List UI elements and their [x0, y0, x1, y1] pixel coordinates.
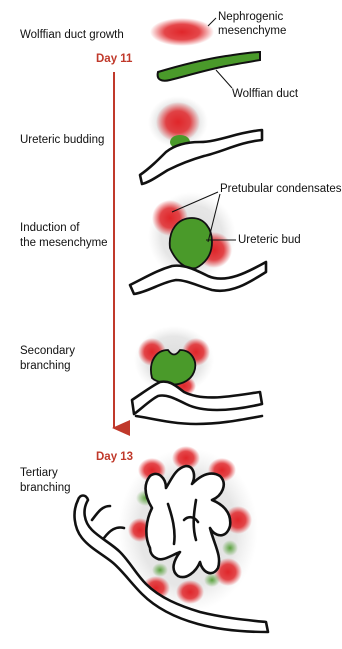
- stage-label-ureteric-budding: Ureteric budding: [20, 134, 104, 146]
- stage-label-tertiary-branching: Tertiary branching: [20, 467, 71, 494]
- day-13-label: Day 13: [96, 451, 133, 463]
- nephrogenic-mesenchyme-label: Nephrogenic mesenchyme: [218, 11, 286, 37]
- stage-label-wolffian-duct-growth: Wolffian duct growth: [20, 29, 124, 41]
- day-11-label: Day 11: [96, 53, 133, 65]
- stage-5-illustration: [75, 446, 268, 632]
- stage-label-induction: Induction of the mesenchyme: [20, 222, 108, 249]
- ureteric-bud-label: Ureteric bud: [238, 234, 301, 246]
- stage-label-secondary-branching: Secondary branching: [20, 345, 78, 372]
- nephrogenic-mesenchyme-blob: [150, 18, 214, 46]
- duct-inner-line-4: [136, 416, 262, 424]
- pretubular-condensates-label: Pretubular condensates: [220, 183, 342, 195]
- stage-2-illustration: [140, 96, 262, 184]
- branched-bud-4: [151, 350, 195, 385]
- wolffian-duct-shape: [158, 52, 260, 81]
- condensate-5f: [176, 580, 204, 604]
- wolffian-duct-leader: [216, 70, 232, 88]
- wolffian-duct-label: Wolffian duct: [232, 88, 299, 100]
- stage-4-illustration: [132, 326, 262, 424]
- nephrogenic-leader: [208, 18, 216, 26]
